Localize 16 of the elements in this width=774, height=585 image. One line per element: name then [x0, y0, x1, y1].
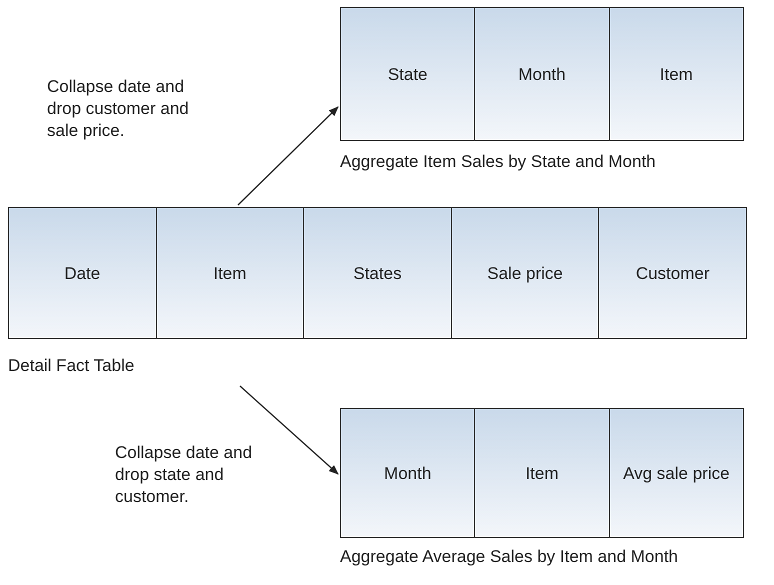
column-field: Avg sale price — [610, 409, 743, 537]
column-field: Item — [156, 208, 304, 338]
arrow — [238, 106, 339, 206]
column-field: State — [341, 8, 476, 140]
column-field: Date — [9, 208, 157, 338]
column-field: States — [304, 208, 452, 338]
table-caption: Aggregate Item Sales by State and Month — [340, 152, 656, 172]
arrow — [240, 386, 339, 475]
table-caption: Detail Fact Table — [8, 356, 134, 376]
table-caption: Aggregate Average Sales by Item and Month — [340, 547, 678, 567]
column-field: Customer — [599, 208, 746, 338]
column-field: Month — [341, 409, 476, 537]
column-field: Sale price — [452, 208, 600, 338]
column-field: Item — [610, 8, 743, 140]
column-field: Month — [475, 8, 610, 140]
column-field: Item — [475, 409, 610, 537]
